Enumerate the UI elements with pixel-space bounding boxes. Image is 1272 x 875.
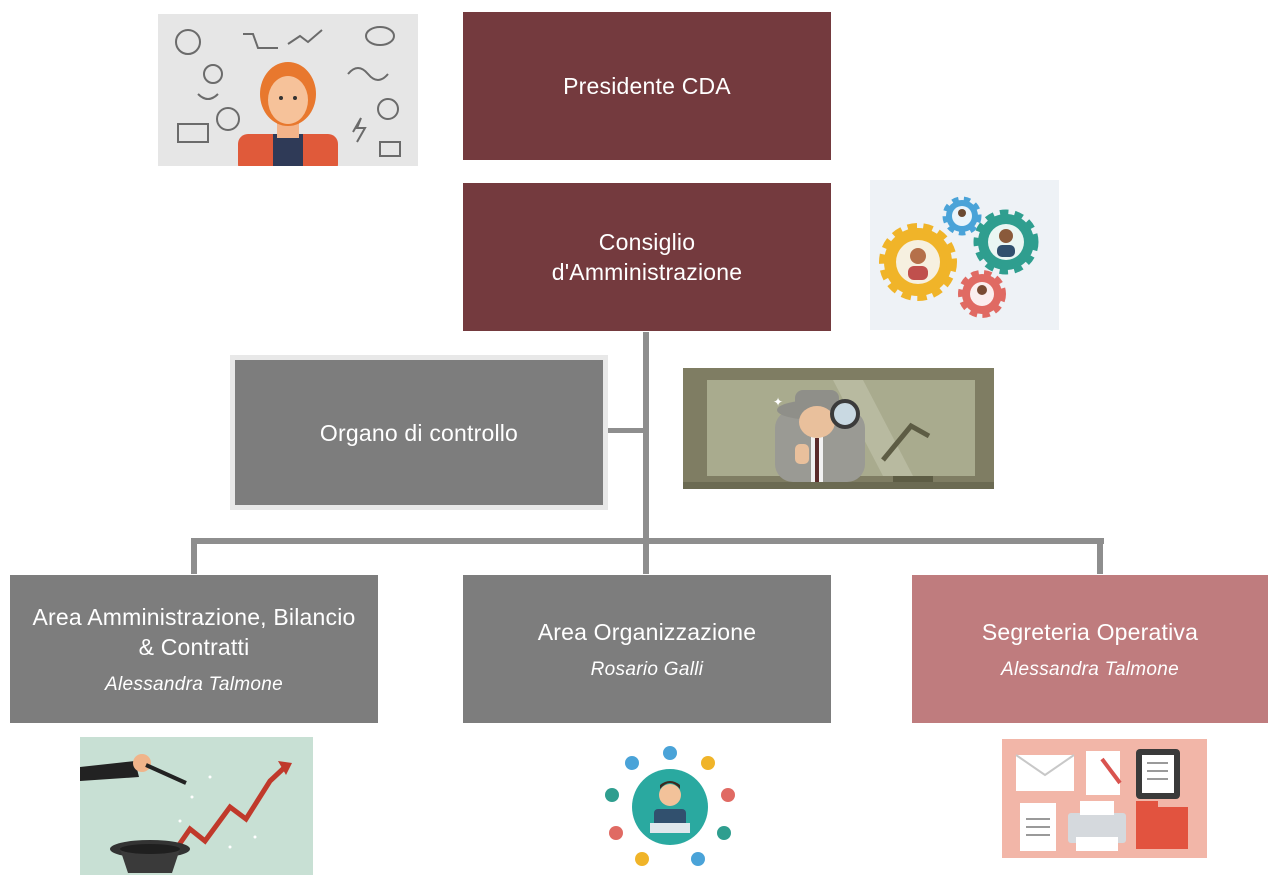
connector-control [606,428,646,433]
node-admin-area: Area Amministrazione, Bilancio & Contrat… [10,575,378,723]
node-org-area: Area Organizzazione Rosario Galli [463,575,831,723]
node-president-title: Presidente CDA [563,73,731,99]
node-org-area-title: Area Organizzazione [537,619,757,645]
node-control: Organo di controllo [230,355,608,510]
connector-right-drop [1097,538,1103,574]
node-board: Consiglio d'Amministrazione [463,183,831,331]
node-board-title: Consiglio d'Amministrazione [551,229,743,285]
node-secretariat-title: Segreteria Operativa [981,619,1199,645]
magic-hat-growth-chart-image [80,737,313,875]
node-control-title: Organo di controllo [319,419,519,446]
people-gears-image [870,180,1059,330]
node-admin-area-person: Alessandra Talmone [105,674,283,695]
office-supplies-image [1002,739,1207,858]
svg-text:✦: ✦ [773,395,783,409]
business-woman-doodles-image [158,14,418,166]
node-org-area-person: Rosario Galli [590,659,704,680]
node-admin-area-title: Area Amministrazione, Bilancio & Contrat… [32,604,356,660]
connector-center-drop [643,538,649,574]
node-president: Presidente CDA [463,12,831,160]
connector-left-drop [191,538,197,574]
detective-magnifier-image: ✦ [683,368,994,489]
node-secretariat: Segreteria Operativa Alessandra Talmone [912,575,1268,723]
node-secretariat-person: Alessandra Talmone [1001,659,1179,680]
connector-vertical [643,332,649,545]
networked-worker-image [578,739,762,875]
